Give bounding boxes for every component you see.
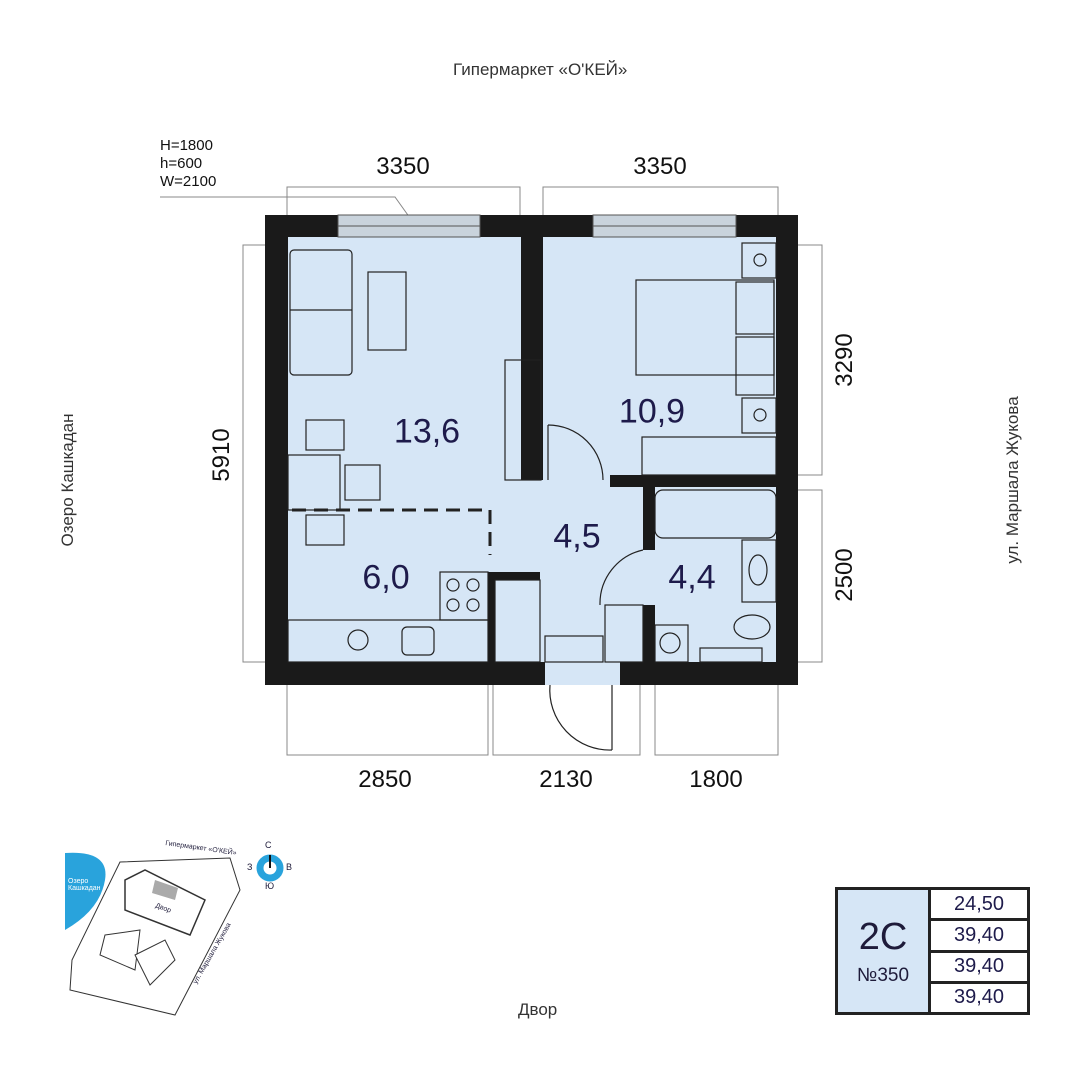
area-living: 13,6	[393, 412, 461, 451]
area-bedroom: 10,9	[618, 392, 686, 431]
dim-right-top: 3290	[831, 333, 858, 387]
apartment-number: №350	[856, 964, 910, 986]
compass-east: В	[286, 862, 293, 872]
dim-bottom-left: 2850	[358, 766, 412, 793]
area-value: 39,40	[931, 952, 1027, 981]
dim-bottom-right: 1800	[689, 766, 743, 793]
dimension-lines	[160, 186, 823, 756]
area-kitchen: 6,0	[362, 558, 410, 597]
area-value: 39,40	[931, 921, 1027, 950]
window-width: W=2100	[160, 173, 217, 190]
compass-west: З	[247, 862, 253, 872]
area-bathroom: 4,4	[668, 558, 716, 597]
compass-south: Ю	[265, 881, 275, 891]
window-sill: h=600	[160, 155, 203, 172]
window-spec: H=1800 h=600 W=2100	[160, 137, 216, 191]
minimap-lake-label: Озеро Кашкадан	[68, 878, 101, 892]
window-height: H=1800	[160, 137, 213, 154]
furniture	[287, 242, 777, 751]
label-yard: Двор	[518, 1000, 558, 1019]
minimap	[65, 852, 284, 1016]
entrance-opening	[545, 662, 620, 685]
area-value: 24,50	[931, 890, 1027, 919]
dim-right-bottom: 2500	[831, 548, 858, 602]
zone-divider	[292, 508, 492, 555]
windows	[337, 214, 737, 238]
inner-walls	[488, 215, 798, 665]
apartment-type: 2С	[858, 915, 908, 958]
dim-bottom-mid: 2130	[539, 766, 593, 793]
dim-left: 5910	[208, 428, 235, 482]
dim-top-right: 3350	[633, 153, 687, 180]
area-value: 39,40	[931, 983, 1027, 1012]
dim-top-left: 3350	[376, 153, 430, 180]
compass-north: С	[265, 840, 272, 850]
label-hypermarket: Гипермаркет «О'КЕЙ»	[453, 60, 628, 79]
apartment-info: 2С №350 24,50 39,40 39,40 39,40	[835, 887, 1030, 1015]
area-hall: 4,5	[553, 517, 601, 556]
